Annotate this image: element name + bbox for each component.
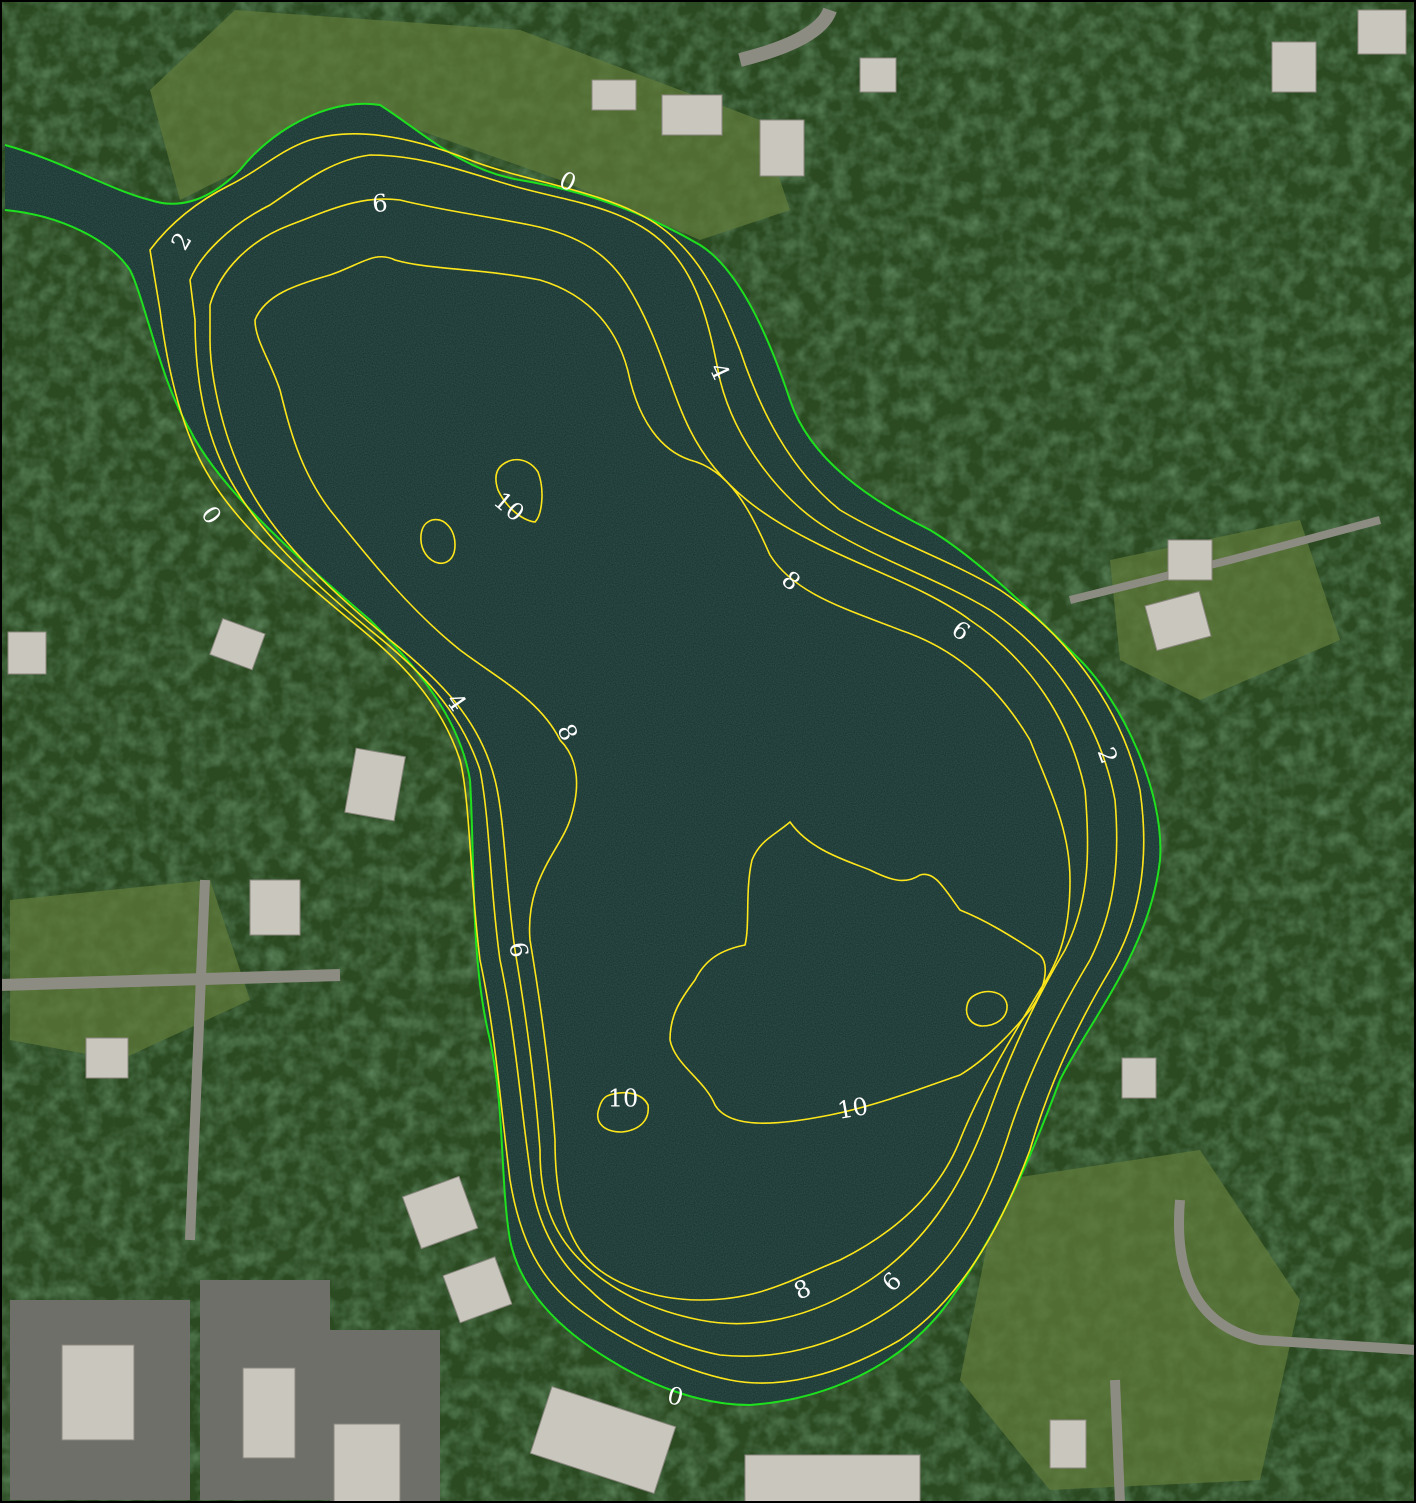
depth-contour-2 xyxy=(149,133,1145,1384)
depth-contour-4 xyxy=(189,154,1118,1357)
road xyxy=(1110,1379,1125,1503)
building-roof xyxy=(1167,539,1213,581)
depth-contour-10 xyxy=(965,990,1008,1027)
building-roof xyxy=(344,747,406,822)
depth-label-6: 6 xyxy=(503,940,533,960)
depth-contour-10 xyxy=(669,820,1046,1124)
road xyxy=(0,969,341,991)
depth-label-6: 6 xyxy=(371,189,389,218)
building-roof xyxy=(7,631,47,675)
building-roof xyxy=(759,119,805,177)
building-roof xyxy=(744,1454,921,1503)
building-roof xyxy=(242,1367,296,1459)
building-roof xyxy=(591,79,637,111)
lawn-area xyxy=(150,10,790,240)
building-roof xyxy=(249,879,301,936)
depth-label-0: 0 xyxy=(664,1381,686,1412)
depth-contour-6 xyxy=(209,198,1089,1325)
lawn-area xyxy=(960,1150,1300,1490)
depth-contour-10 xyxy=(596,1091,649,1133)
depth-label-10: 10 xyxy=(608,1085,639,1113)
depth-contour-10 xyxy=(420,518,456,564)
building-roof xyxy=(1144,590,1212,652)
building-roof xyxy=(61,1344,135,1441)
building-roof xyxy=(401,1175,479,1250)
depth-contours xyxy=(149,133,1145,1384)
building-roof xyxy=(529,1385,677,1495)
depth-label-10: 10 xyxy=(835,1092,870,1125)
building-roof xyxy=(1121,1057,1157,1099)
building-roof xyxy=(1271,41,1317,93)
building-roof xyxy=(85,1037,129,1079)
building-roof xyxy=(661,94,723,136)
lawn-area xyxy=(10,880,250,1060)
land-features xyxy=(0,7,1416,1503)
depth-contour-8 xyxy=(254,255,1071,1301)
road xyxy=(1174,1199,1416,1355)
building-roof xyxy=(442,1256,513,1324)
road xyxy=(1069,516,1382,604)
depth-contour-10 xyxy=(495,458,543,523)
building-roof xyxy=(1049,1419,1087,1469)
road xyxy=(738,7,837,67)
road xyxy=(185,879,210,1241)
building-roof xyxy=(209,617,266,671)
building-roof xyxy=(1357,9,1407,55)
building-roof xyxy=(333,1423,401,1503)
building-roof xyxy=(859,57,897,93)
shoreline-contour-0 xyxy=(4,102,1162,1407)
